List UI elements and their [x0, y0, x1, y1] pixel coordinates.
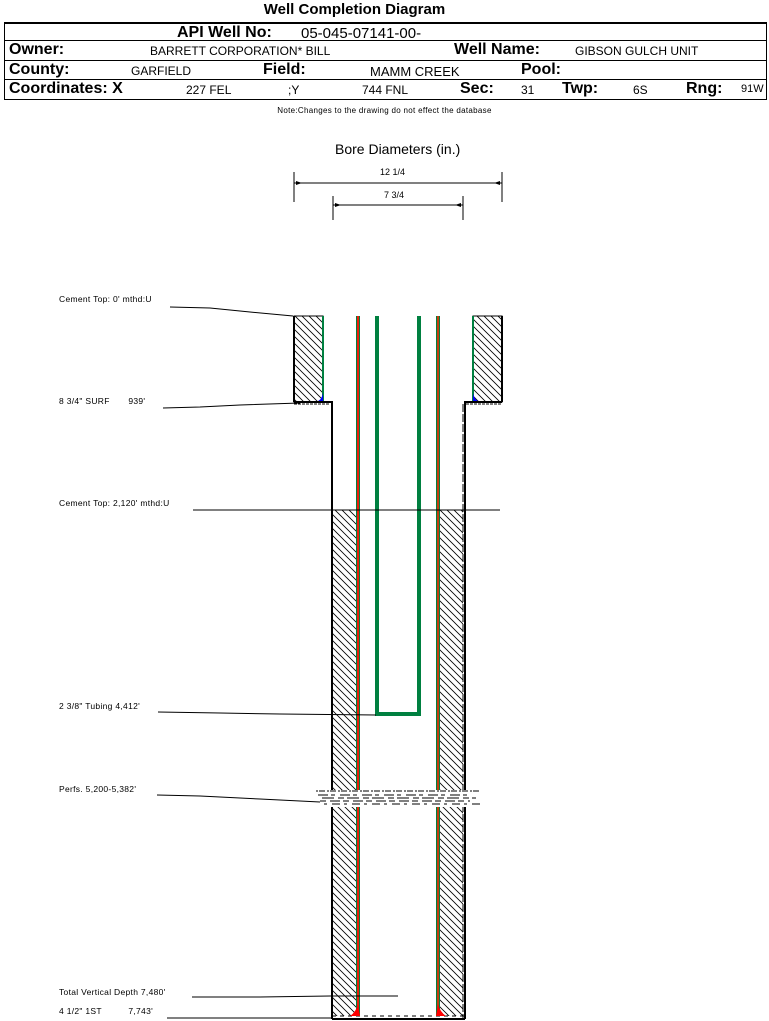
- county-value: GARFIELD: [131, 64, 192, 78]
- surface-cement-left: [293, 315, 324, 403]
- rng-value: 91W: [741, 83, 764, 95]
- callout-surface-casing: 8 3/4" SURF 939': [59, 396, 146, 406]
- header-border: [4, 22, 767, 99]
- twp-value: 6S: [633, 83, 648, 97]
- y-label: ;Y: [288, 83, 300, 97]
- callout-tubing: 2 3/8" Tubing 4,412': [59, 701, 141, 711]
- callout-cement-top-surface: Cement Top: 0' mthd:U: [59, 294, 152, 304]
- coordinates-row: Coordinates: X 227 FEL ;Y 744 FNL Sec: 3…: [4, 79, 767, 100]
- callout-cement-top-production: Cement Top: 2,120' mthd:U: [59, 498, 170, 508]
- perforation-marks: [316, 790, 480, 805]
- borehole-wall: [294, 401, 502, 1020]
- callout-production-casing: 4 1/2" 1ST 7,743': [59, 1006, 154, 1016]
- well-name-label: Well Name:: [454, 41, 540, 58]
- sec-value: 31: [521, 83, 535, 97]
- production-cement: [332, 509, 465, 1016]
- outer-dimension-line: [293, 172, 503, 202]
- api-value: 05-045-07141-00-: [301, 25, 422, 42]
- production-shoe-left-icon: [350, 1004, 360, 1016]
- county-label: County:: [9, 61, 70, 78]
- surface-cement-right: [472, 315, 503, 403]
- coordinates-label: Coordinates: X: [9, 80, 123, 97]
- x-value: 227 FEL: [186, 83, 232, 97]
- database-note: Note:Changes to the drawing do not effec…: [277, 106, 492, 115]
- api-label: API Well No:: [177, 24, 272, 41]
- sec-label: Sec:: [460, 80, 494, 97]
- production-casing-left: [350, 316, 360, 1016]
- inner-diameter-label: 7 3/4: [384, 190, 405, 200]
- rng-label: Rng:: [686, 80, 723, 97]
- owner-row: Owner: BARRETT CORPORATION* BILL Well Na…: [4, 40, 767, 60]
- callout-total-depth: Total Vertical Depth 7,480': [59, 987, 166, 997]
- leader-lines: [156, 306, 500, 1019]
- owner-label: Owner:: [9, 41, 65, 58]
- twp-label: Twp:: [562, 80, 599, 97]
- county-row: County: GARFIELD Field: MAMM CREEK Pool:: [4, 60, 767, 80]
- y-value: 744 FNL: [362, 83, 409, 97]
- pool-label: Pool:: [521, 61, 561, 78]
- tubing-string: [375, 316, 421, 716]
- surface-shoe-left-icon: [316, 393, 323, 402]
- well-name-value: GIBSON GULCH UNIT: [575, 44, 699, 58]
- api-row: API Well No: 05-045-07141-00-: [4, 22, 767, 43]
- field-value: MAMM CREEK: [370, 64, 460, 79]
- field-label: Field:: [263, 61, 306, 78]
- diagram-title: Well Completion Diagram: [263, 1, 446, 18]
- production-shoe-right-icon: [436, 1004, 446, 1016]
- surface-shoe-right-icon: [473, 393, 480, 402]
- bore-diameters-title: Bore Diameters (in.): [335, 141, 461, 157]
- callout-perforations: Perfs. 5,200-5,382': [59, 784, 137, 794]
- owner-value: BARRETT CORPORATION* BILL: [150, 44, 331, 58]
- production-casing-right: [436, 316, 446, 1016]
- inner-dimension-line: [332, 196, 464, 220]
- outer-diameter-label: 12 1/4: [380, 167, 406, 177]
